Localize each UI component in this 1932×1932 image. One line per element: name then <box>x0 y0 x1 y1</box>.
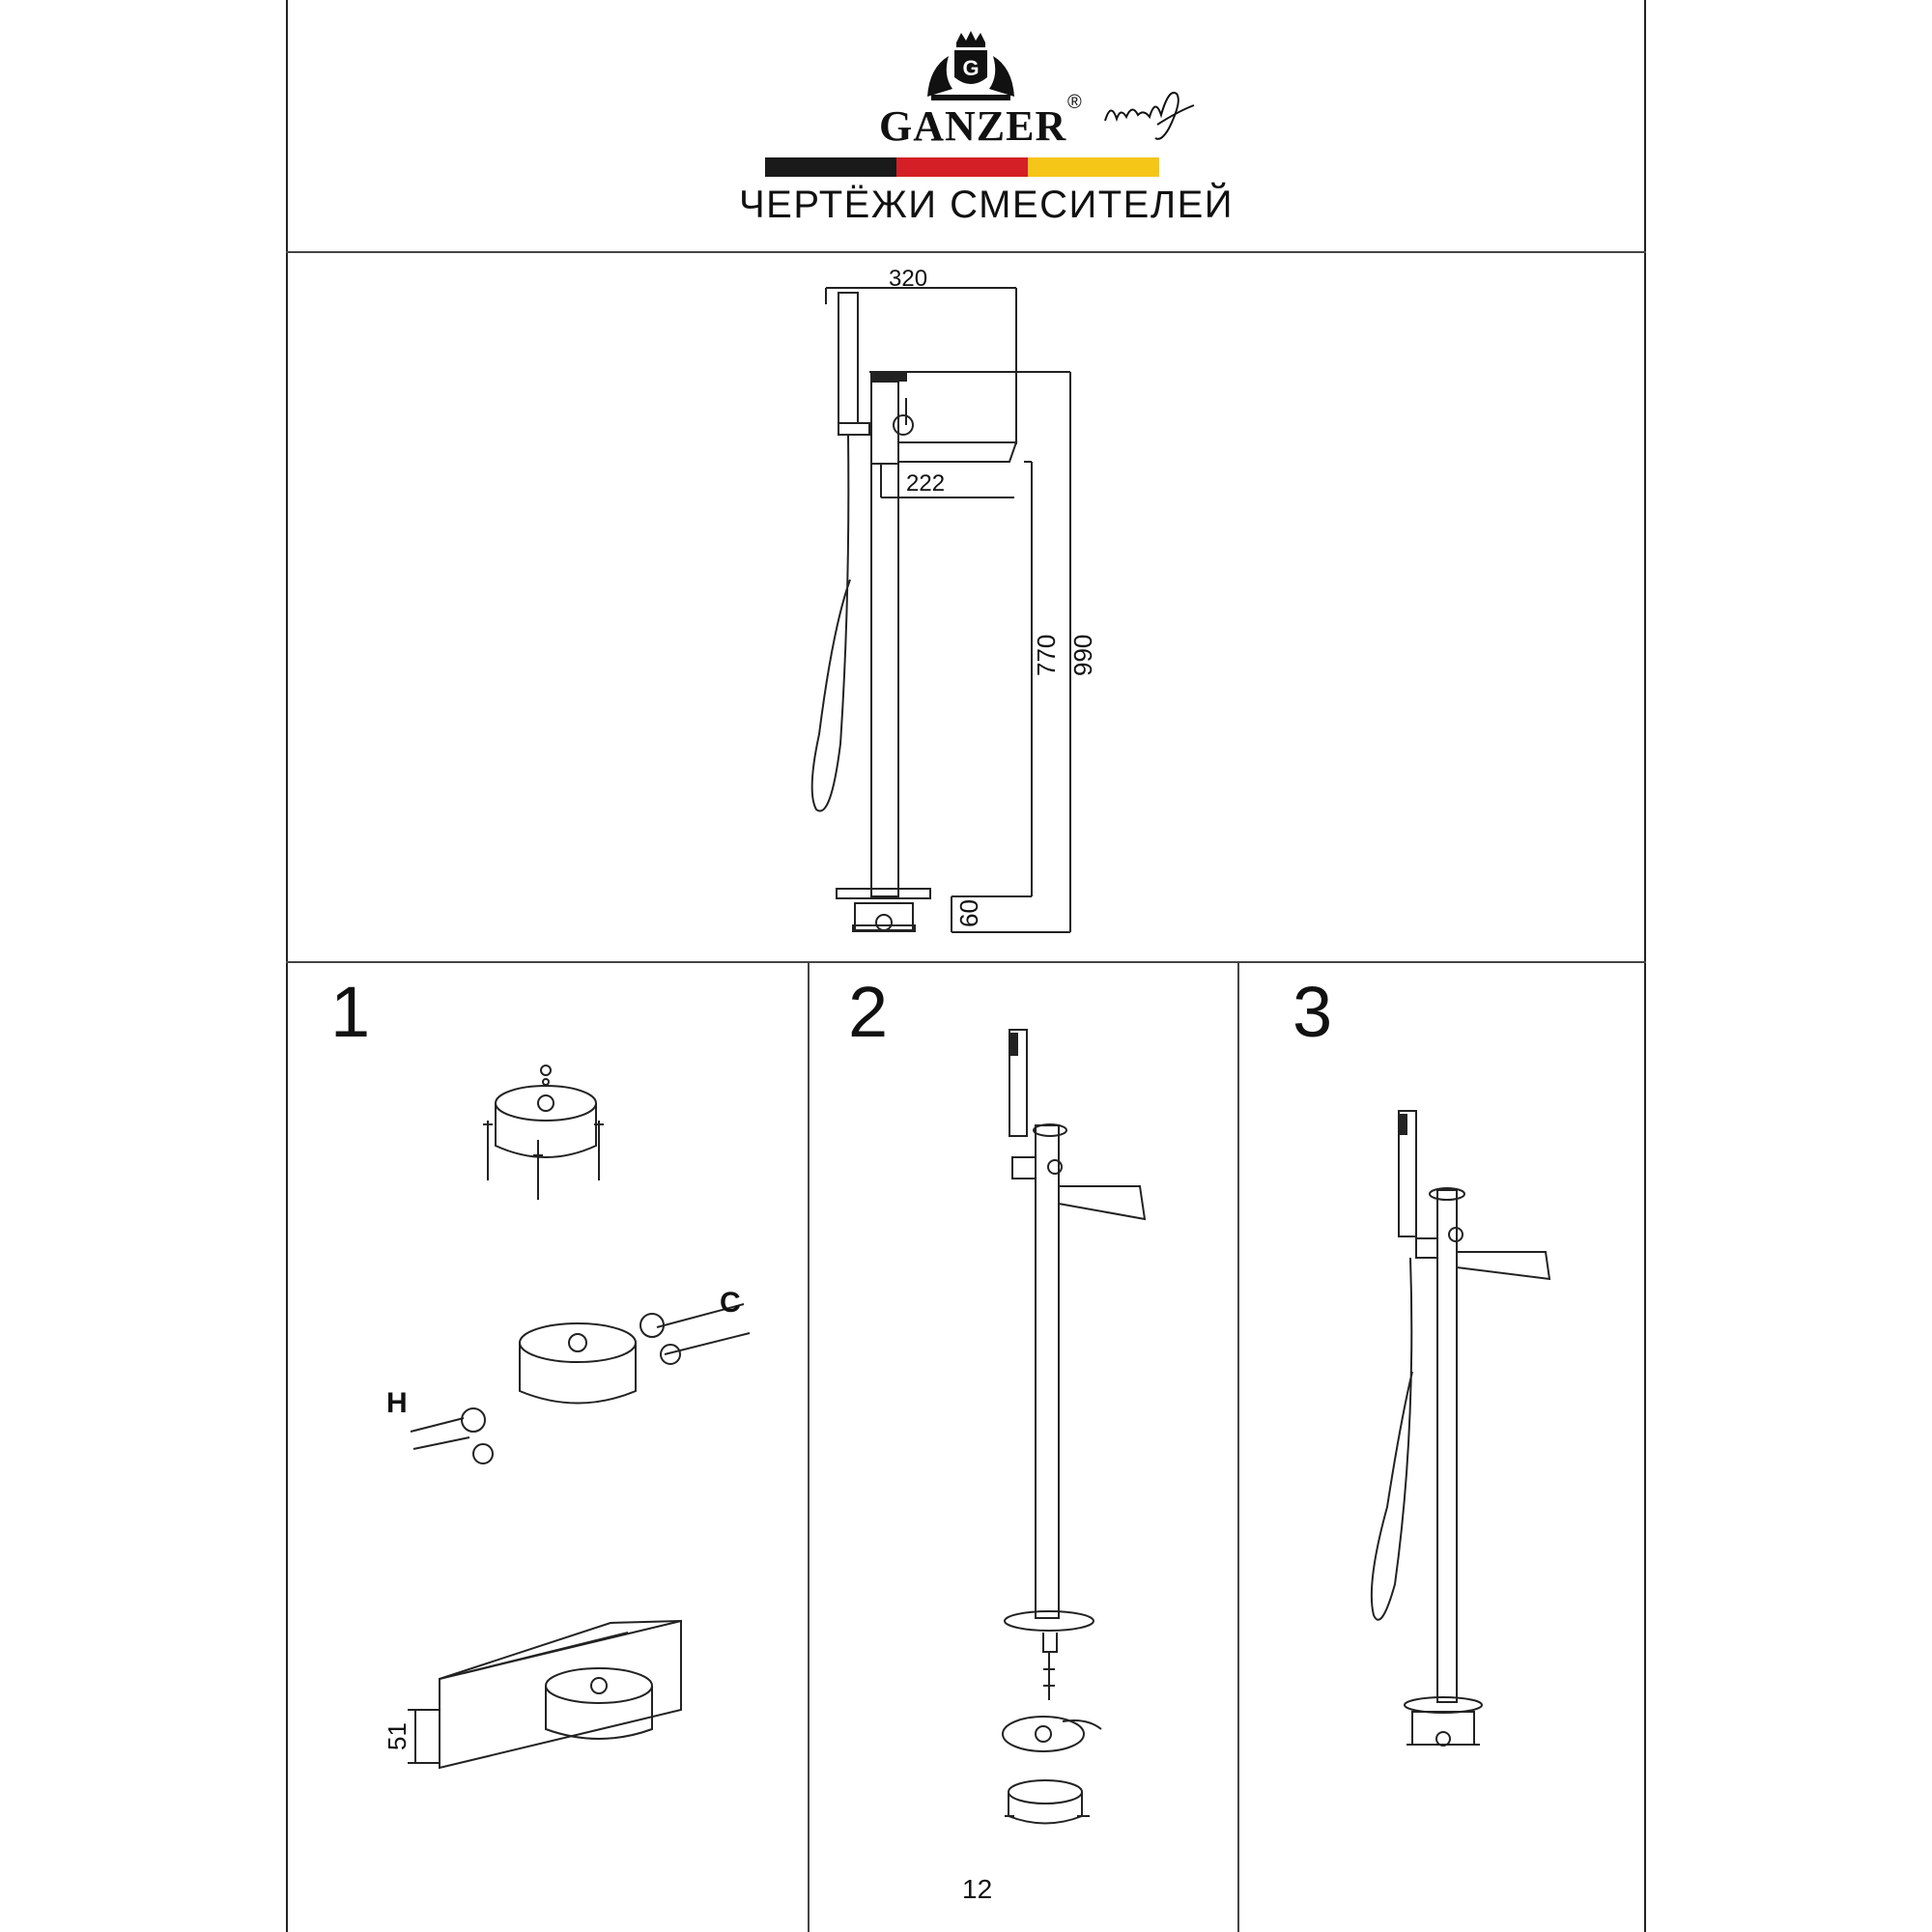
column-divider-2 <box>1237 961 1239 1932</box>
svg-text:G: G <box>962 56 979 80</box>
dim-770: 770 <box>1032 635 1061 676</box>
step-1-labels: C H 51 <box>383 1287 741 1750</box>
flag-black <box>765 157 896 177</box>
registered-mark: ® <box>1067 92 1082 113</box>
dim-222: 222 <box>906 470 945 497</box>
flag-red <box>896 157 1028 177</box>
brand-logo: G GANZER ® <box>765 29 1227 242</box>
flag-gold <box>1028 157 1159 177</box>
faucet-dimension-drawing <box>810 287 1071 933</box>
crest-icon: G <box>927 31 1014 100</box>
step-1-number: 1 <box>330 972 371 1052</box>
header-divider <box>286 251 1646 253</box>
cold-label: C <box>720 1287 741 1319</box>
document-title: ЧЕРТЁЖИ СМЕСИТЕЛЕЙ <box>739 184 1235 226</box>
step-3-number: 3 <box>1293 972 1333 1052</box>
dim-990: 990 <box>1068 635 1097 676</box>
hot-label: H <box>386 1387 408 1419</box>
dim-60: 60 <box>954 899 983 927</box>
step-2-illustration <box>1002 1029 1147 1825</box>
brand-name: GANZER <box>879 102 1067 150</box>
step-2-number: 2 <box>848 972 889 1052</box>
section-divider <box>286 961 1646 963</box>
signature-icon <box>1104 92 1195 140</box>
depth-label: 51 <box>383 1722 412 1750</box>
step-1-illustration <box>408 1065 751 1770</box>
page-frame <box>286 0 1646 1932</box>
mounting-box-in-floor <box>408 1619 682 1770</box>
dimension-labels: 320 222 770 990 60 <box>889 266 1097 927</box>
dim-320: 320 <box>889 266 927 292</box>
step-3-illustration <box>1370 1110 1551 1747</box>
mounting-box-exploded <box>483 1065 604 1200</box>
mounting-box-connected <box>410 1303 751 1464</box>
page-number: 12 <box>962 1874 993 1904</box>
column-divider-1 <box>808 961 810 1932</box>
